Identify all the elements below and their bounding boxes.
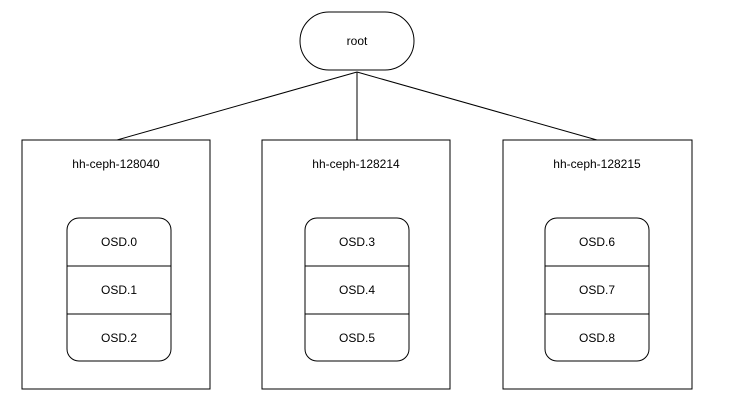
osd-item-8[interactable]: OSD.8 <box>579 331 615 345</box>
host-node-1[interactable]: hh-ceph-128214 OSD.3 OSD.4 OSD.5 <box>261 139 451 390</box>
host-node-1-label: hh-ceph-128214 <box>312 157 400 171</box>
osd-group-2: OSD.6 OSD.7 OSD.8 <box>544 217 650 362</box>
host-node-0[interactable]: hh-ceph-128040 OSD.0 OSD.1 OSD.2 <box>21 139 211 390</box>
osd-item-5[interactable]: OSD.5 <box>339 331 375 345</box>
osd-item-1[interactable]: OSD.1 <box>101 283 137 297</box>
connector-root-host-0 <box>116 71 358 141</box>
osd-item-3[interactable]: OSD.3 <box>339 235 375 249</box>
osd-item-4[interactable]: OSD.4 <box>339 283 375 297</box>
root-node[interactable]: root <box>299 11 415 71</box>
osd-group-1: OSD.3 OSD.4 OSD.5 <box>304 217 410 362</box>
osd-group-1-frame <box>304 217 410 362</box>
connectors <box>116 71 598 141</box>
root-node-label: root <box>347 34 368 48</box>
root-node-shape <box>299 11 415 71</box>
osd-group-2-frame <box>544 217 650 362</box>
host-node-2[interactable]: hh-ceph-128215 OSD.6 OSD.7 OSD.8 <box>502 139 693 390</box>
connector-root-host-2 <box>356 71 598 141</box>
osd-group-0-frame <box>66 217 172 362</box>
host-node-2-label: hh-ceph-128215 <box>553 157 641 171</box>
osd-item-7[interactable]: OSD.7 <box>579 283 615 297</box>
osd-group-0: OSD.0 OSD.1 OSD.2 <box>66 217 172 362</box>
osd-item-6[interactable]: OSD.6 <box>579 235 615 249</box>
host-node-0-label: hh-ceph-128040 <box>72 157 160 171</box>
osd-item-2[interactable]: OSD.2 <box>101 331 137 345</box>
osd-item-0[interactable]: OSD.0 <box>101 235 137 249</box>
